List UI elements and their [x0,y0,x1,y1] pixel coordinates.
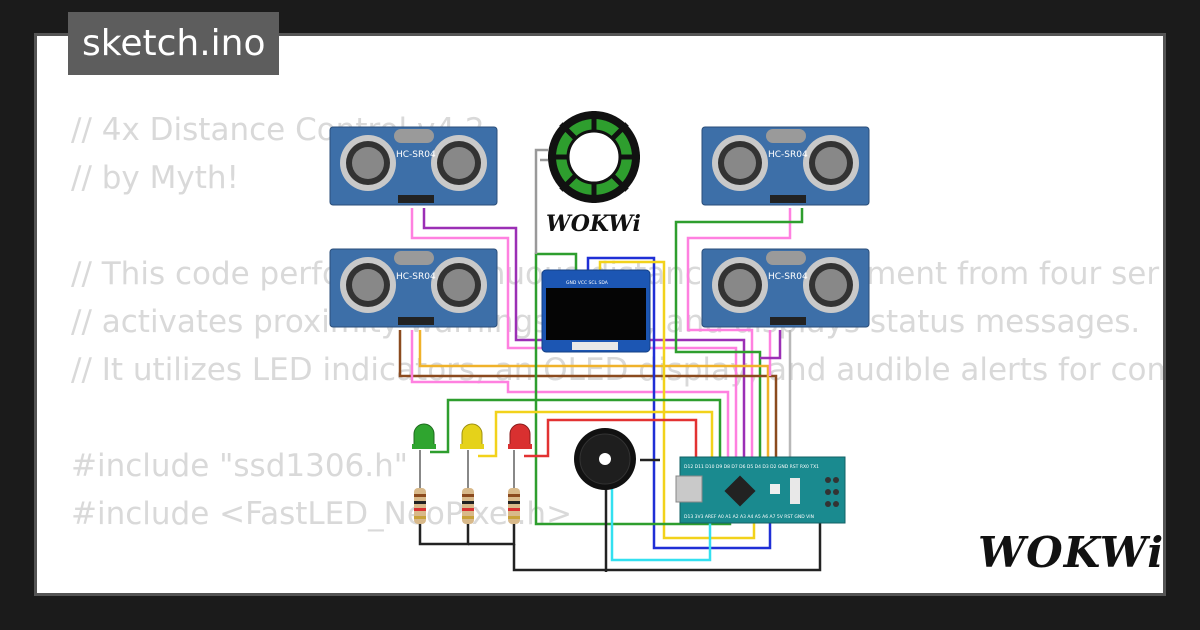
oled-display[interactable]: GND VCC SCL SDA [541,269,651,353]
led-yellow[interactable] [460,423,484,449]
wokwi-logo: WOKWi [978,528,1165,577]
resistor-3[interactable] [508,450,520,524]
oled-pin-labels: GND VCC SCL SDA [566,280,609,286]
ultrasonic-sensor-3[interactable]: HC-SR04 [329,248,498,328]
led-green[interactable] [412,423,436,449]
buzzer[interactable] [574,428,636,490]
code-line: // Pin 2 Buzzer definitions [71,586,1163,593]
ultrasonic-sensor-2[interactable]: HC-SR04 [701,126,870,206]
nano-top-pin-labels: D12 D11 D10 D9 D8 D7 D6 D5 D4 D3 D2 GND … [684,464,819,470]
sensor-label: HC-SR04 [396,272,436,282]
neopixel-ring[interactable]: WOKWi [546,111,641,237]
code-line: // It utilizes LED indicators, an OLED d… [71,352,1166,388]
ultrasonic-sensor-4[interactable]: HC-SR04 [701,248,870,328]
sensor-label: HC-SR04 [396,150,436,160]
code-line: // by Myth! [71,160,239,196]
arduino-nano[interactable]: D12 D11 D10 D9 D8 D7 D6 D5 D4 D3 D2 GND … [675,456,846,524]
ring-label: WOKWi [546,211,641,237]
sensor-label: HC-SR04 [768,150,808,160]
nano-bottom-pin-labels: D13 3V3 AREF A0 A1 A2 A3 A4 A5 A6 A7 5V … [684,514,814,520]
resistor-2[interactable] [462,450,474,524]
ultrasonic-sensor-1[interactable]: HC-SR04 [329,126,498,206]
sensor-label: HC-SR04 [768,272,808,282]
resistor-1[interactable] [414,450,426,524]
filename-tab[interactable]: sketch.ino [68,12,280,75]
code-line: #include "ssd1306.h" [71,448,409,484]
wires [398,148,822,572]
led-red[interactable] [508,423,532,449]
